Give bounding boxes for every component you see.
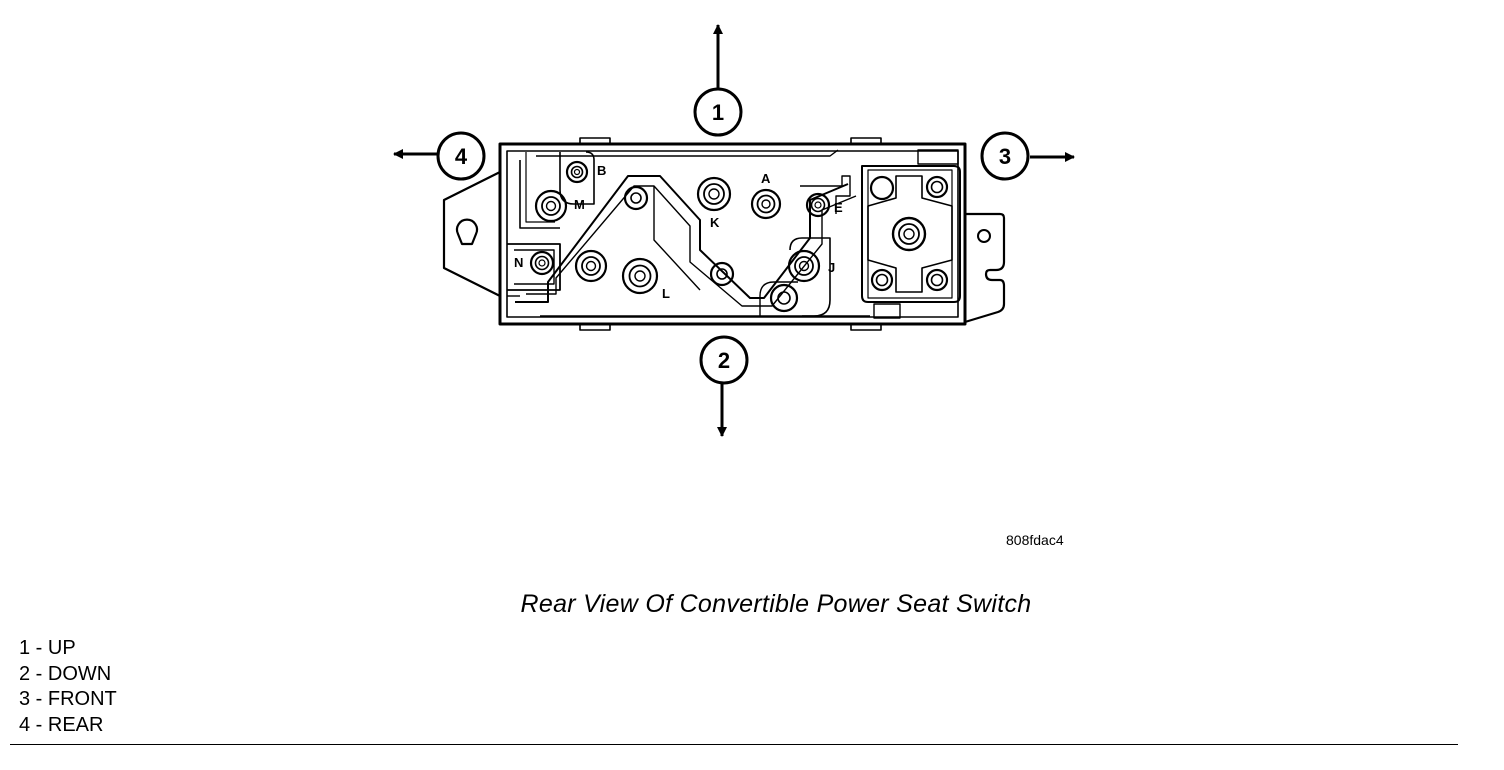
connector-terminal-top-right [925,175,949,199]
callout-1-label: 1 [712,100,724,125]
callout-2-circle [699,335,749,385]
legend-item-front: 3 - FRONT [19,688,117,710]
terminal-b [565,160,589,184]
switch-diagram: B M A K E N L J 1 2 3 4 [393,24,1075,437]
callout-4-circle [436,131,486,181]
bottom-divider [10,744,1458,745]
terminal-l [621,257,659,295]
pin-label-l: L [662,286,670,301]
figure-id: 808fdac4 [1006,532,1064,548]
connector-terminal-top-left [869,175,895,201]
connector-module [861,165,961,303]
terminal-a [750,188,782,220]
legend-item-rear: 4 - REAR [19,713,104,736]
terminal-n [529,250,555,276]
terminal-unlabeled-1 [623,185,649,211]
switch-housing [498,142,967,326]
pin-label-m: M [574,197,585,212]
keyhole-slot [455,218,479,246]
legend: 1 - UP 2 - DOWN 3 - FRONT 4 - REAR [19,636,117,738]
callout-3-label: 3 [999,144,1011,169]
legend-item-up: 1 - UP [19,637,76,659]
mounting-hole [977,229,991,243]
pin-label-k: K [710,215,720,230]
pin-label-e: E [834,200,843,215]
callout-1-circle [693,87,743,137]
terminal-unlabeled-3 [709,261,735,287]
left-mounting-ear [442,171,501,297]
figure-caption: Rear View Of Convertible Power Seat Swit… [520,590,1032,618]
legend-item-down: 2 - DOWN [19,662,112,685]
terminal-j [787,249,821,283]
callout-3-circle [980,131,1030,181]
terminal-m [534,189,568,223]
pin-label-a: A [761,171,771,186]
connector-terminal-center [891,216,927,252]
connector-terminal-bottom-right [925,268,949,292]
connector-terminal-bottom-left [870,268,894,292]
pin-label-b: B [597,163,606,178]
terminal-e [805,192,831,218]
terminal-k [696,176,732,212]
callout-2-label: 2 [718,348,730,373]
right-mounting-ear [964,212,1006,324]
pin-label-j: J [828,260,835,275]
terminal-unlabeled-4 [769,283,799,313]
callout-4-label: 4 [455,144,468,169]
pin-label-n: N [514,255,523,270]
terminal-unlabeled-2 [574,249,608,283]
